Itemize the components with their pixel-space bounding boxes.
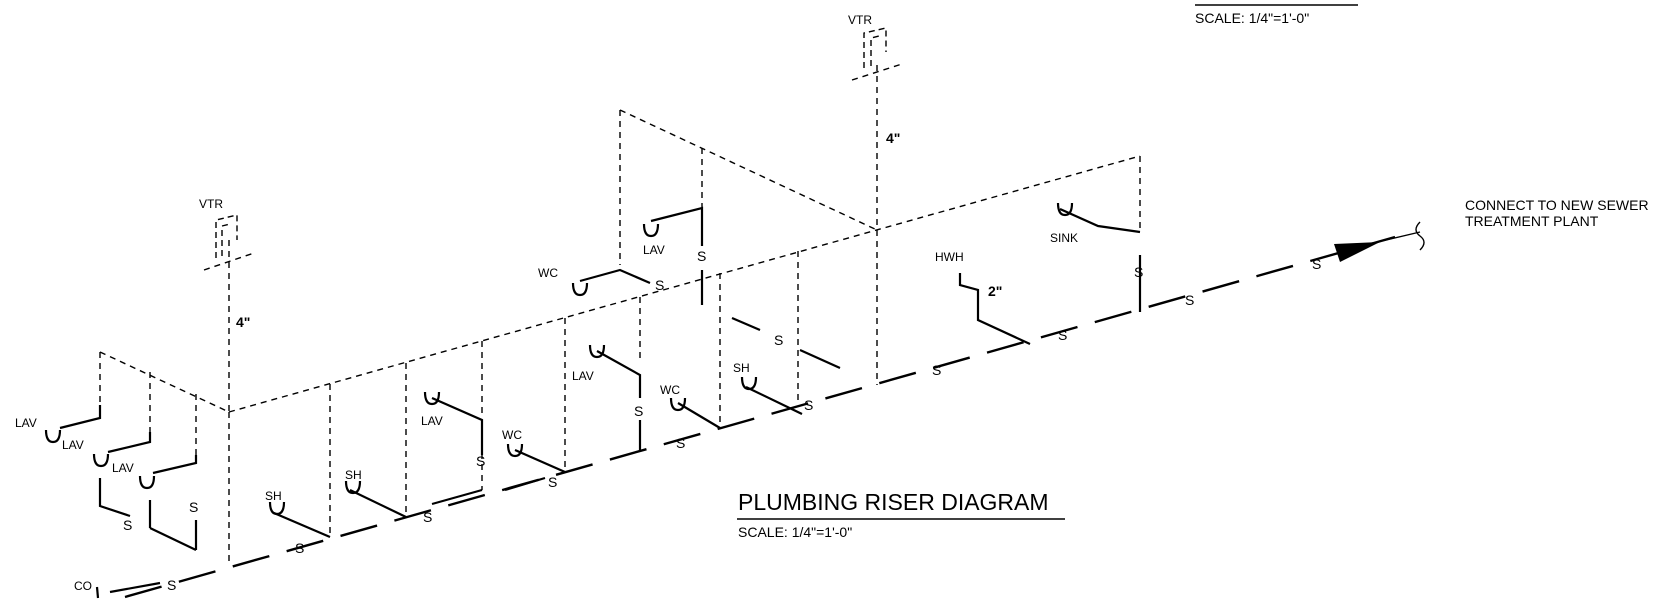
lav-label-1: LAV [15,416,37,430]
sh-label-1: SH [265,489,282,503]
wc-label-2: WC [660,383,680,397]
trap-s-6: S [804,397,813,413]
trap-s-13: S [774,332,783,348]
lav-label-6: LAV [643,243,665,257]
lav-label-2: LAV [62,438,84,452]
vtr-label-left: VTR [199,197,223,211]
lav-label-3: LAV [112,461,134,475]
pipe-size-label-left: 4" [236,314,250,330]
trap-s-4: S [295,540,304,556]
sh-label-3: SH [733,361,750,375]
fixture-group-right [958,202,1142,345]
vtr-left: VTR [199,197,255,271]
showers [268,376,803,539]
vtr-label-right: VTR [848,13,872,27]
lav-label-4: LAV [421,414,443,428]
hwh-label: HWH [935,250,964,264]
wc-label-1: WC [502,428,522,442]
trap-s-18: S [1312,256,1321,272]
main-sewer-line [124,235,1396,599]
flow-arrow [1334,221,1425,262]
diagram-title: PLUMBING RISER DIAGRAM [738,489,1049,515]
pipe-size-label-right: 4" [886,130,900,146]
trap-s-1: S [123,517,132,533]
cleanout-label: CO [74,579,92,593]
trap-s-7: S [476,453,485,469]
lav-label-5: LAV [572,369,594,383]
sh-label-2: SH [345,468,362,482]
trap-s-9: S [634,403,643,419]
trap-s-16: S [1058,327,1067,343]
trap-s-10: S [676,435,685,451]
trap-s-8: S [548,474,557,490]
pipe-size-label-2in: 2" [988,283,1002,299]
trap-s-2: S [189,499,198,515]
title-scale: SCALE: 1/4"=1'-0" [738,524,852,540]
trap-s-17: S [1185,292,1194,308]
vent-network [99,65,1141,565]
trap-s-3: S [167,577,176,593]
fixture-group-upper [571,206,841,370]
fixture-group-left [44,405,198,599]
trap-s-5: S [423,509,432,525]
fixture-group-mid [423,344,721,506]
sink-label: SINK [1050,231,1078,245]
top-scale-text: SCALE: 1/4"=1'-0" [1195,10,1309,26]
trap-s-15: S [932,362,941,378]
trap-s-12: S [655,277,664,293]
wc-label-3: WC [538,266,558,280]
trap-s-11: S [697,248,706,264]
vtr-right: VTR [848,13,903,81]
trap-s-14: S [1134,264,1143,280]
connect-note-line-2: TREATMENT PLANT [1465,213,1599,229]
connect-note-line-1: CONNECT TO NEW SEWER [1465,197,1649,213]
